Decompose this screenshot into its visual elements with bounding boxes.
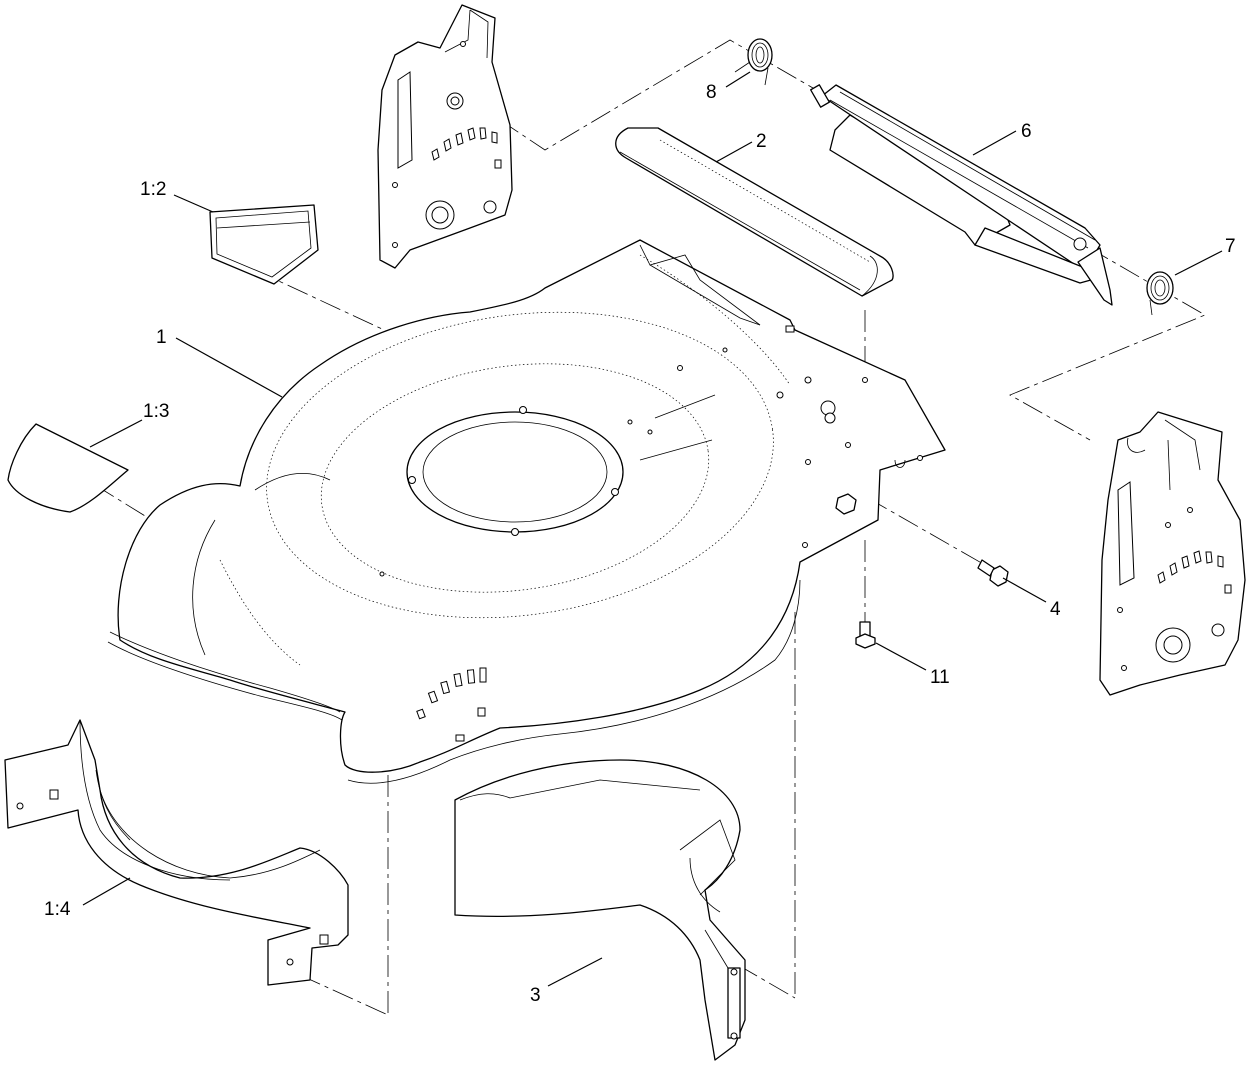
decal-pentagon xyxy=(209,204,319,285)
callout-1-2: 1:2 xyxy=(140,179,166,200)
leader-6 xyxy=(972,130,1017,156)
bolt-11 xyxy=(855,621,876,649)
callout-6: 6 xyxy=(1021,121,1032,142)
callout-leaders xyxy=(82,71,1223,987)
callout-1: 1 xyxy=(156,327,167,348)
leader-1-3 xyxy=(89,419,143,448)
leader-7 xyxy=(1174,250,1223,276)
leader-8 xyxy=(725,71,751,88)
leader-11 xyxy=(875,642,927,671)
callout-8: 8 xyxy=(706,82,717,103)
leader-1 xyxy=(175,337,283,398)
leader-3 xyxy=(547,957,603,987)
mower-deck-housing xyxy=(107,239,946,784)
decal-flap xyxy=(7,423,129,513)
height-adjuster-left xyxy=(377,4,513,269)
front-skirt xyxy=(4,719,349,986)
leader-1-4 xyxy=(82,877,131,906)
callout-labels: 1 1:2 1:3 1:4 2 3 4 6 7 8 11 xyxy=(44,82,1236,1006)
leader-2 xyxy=(715,141,753,163)
leader-1-2 xyxy=(173,194,214,213)
torsion-spring-right xyxy=(1146,271,1174,316)
rear-door-flap xyxy=(810,84,1113,306)
discharge-plug xyxy=(454,759,746,1061)
callout-7: 7 xyxy=(1225,236,1236,257)
callout-11: 11 xyxy=(930,667,950,688)
callout-3: 3 xyxy=(530,985,541,1006)
bolt-4 xyxy=(977,559,1009,587)
callout-2: 2 xyxy=(756,131,767,152)
callout-1-4: 1:4 xyxy=(44,899,71,920)
deck-vent-slots xyxy=(416,667,487,742)
torsion-spring-left xyxy=(734,38,773,86)
rear-baffle xyxy=(615,127,894,297)
height-adjuster-right xyxy=(1099,411,1246,696)
callout-4: 4 xyxy=(1050,599,1061,620)
leader-4 xyxy=(1002,577,1047,603)
callout-1-3: 1:3 xyxy=(143,401,169,422)
